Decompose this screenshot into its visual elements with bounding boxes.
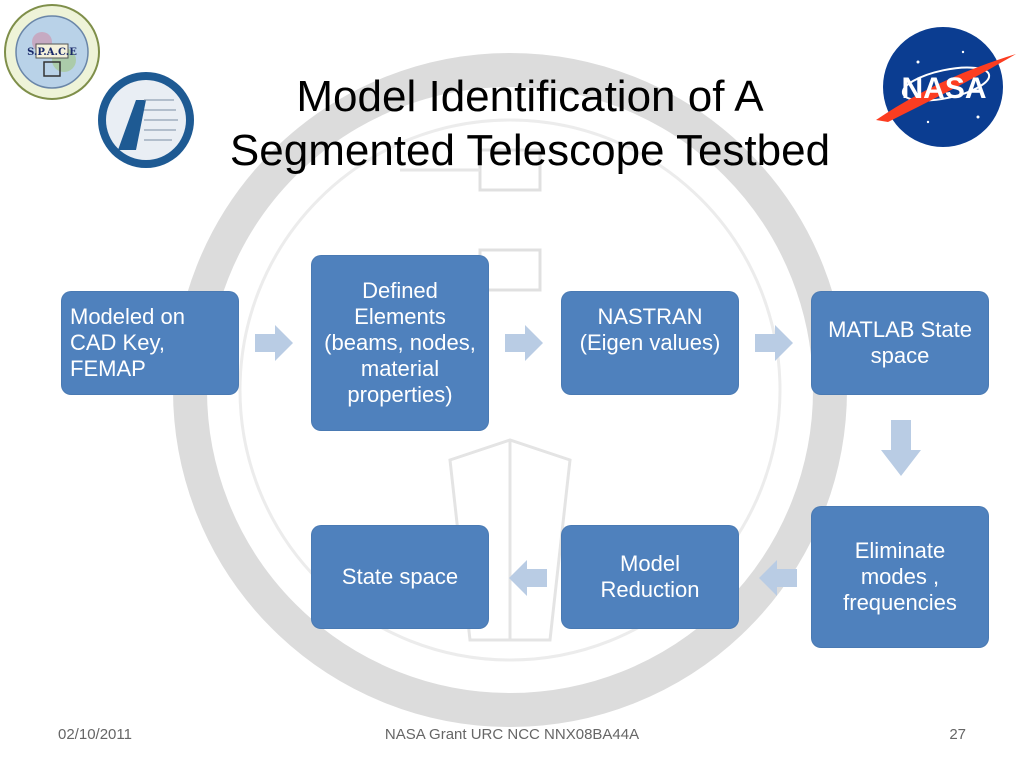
flow-box-nastran: NASTRAN (Eigen values) [562,292,738,394]
flow-box-eliminate-modes: Eliminate modes , frequencies [812,507,988,647]
footer-grant: NASA Grant URC NCC NNX08BA44A [384,726,640,743]
flow-box-defined-elements: Defined Elements (beams, nodes, material… [312,256,488,430]
arrow-right-icon [505,325,543,361]
footer-page-number: 27 [949,726,966,743]
space-lab-logo: S.P.A.C.E [4,4,100,100]
university-seal-logo [98,72,194,168]
slide-title: Model Identification of A Segmented Tele… [150,70,910,178]
flow-box-model-reduction: Model Reduction [562,526,738,628]
slide-title-line-2: Segmented Telescope Testbed [229,126,831,175]
footer-date: 02/10/2011 [58,726,132,743]
arrow-right-icon [255,325,293,361]
flow-box-modeled-on-cad: Modeled on CAD Key, FEMAP [62,292,238,394]
svg-text:S.P.A.C.E: S.P.A.C.E [27,47,77,58]
arrow-left-icon [509,560,547,596]
flow-box-state-space: State space [312,526,488,628]
nasa-wordmark: NASA [901,72,986,105]
nasa-logo: NASA [876,27,1016,147]
slide-title-line-1: Model Identification of A [296,72,764,121]
arrow-down-icon [881,420,921,476]
flow-box-matlab: MATLAB State space [812,292,988,394]
arrow-left-icon [759,560,797,596]
arrow-right-icon [755,325,793,361]
